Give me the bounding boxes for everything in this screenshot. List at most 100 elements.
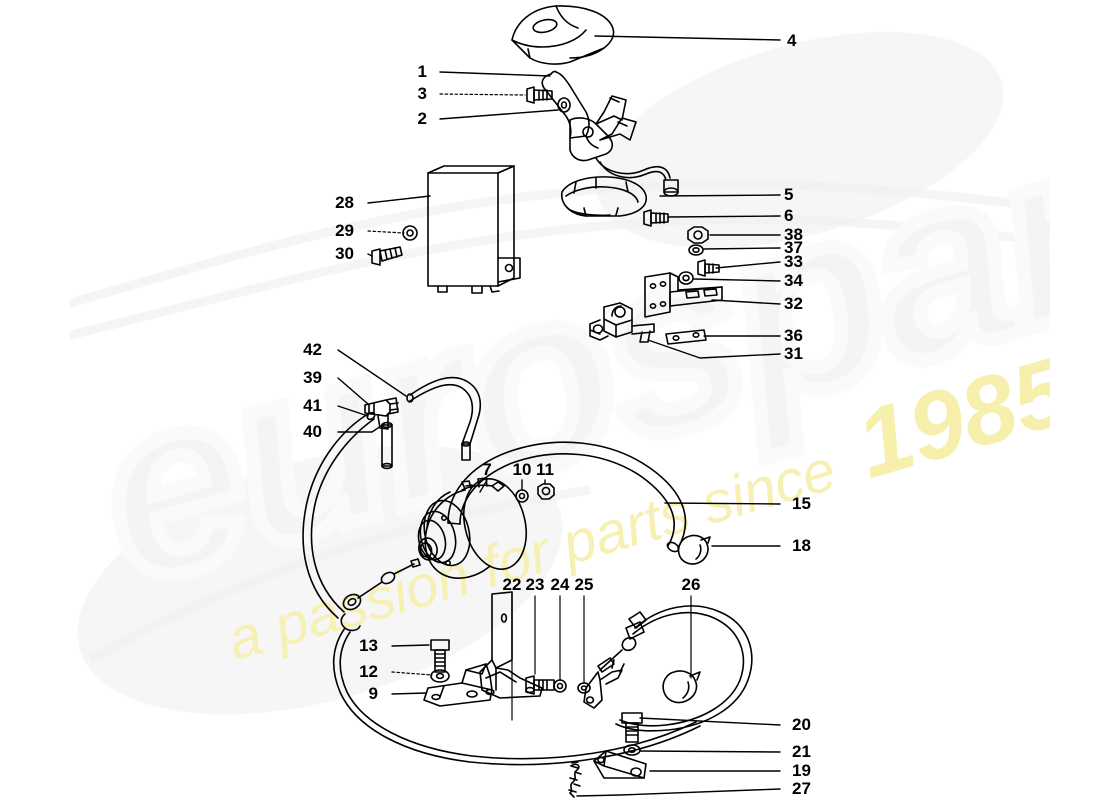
callout-9: 9 <box>368 684 378 703</box>
part-22-angle-bracket <box>479 591 543 699</box>
part-3-bolt <box>526 86 553 104</box>
callout-23: 23 <box>525 575 545 594</box>
callout-1: 1 <box>417 62 427 81</box>
leader-28 <box>367 195 431 204</box>
callout-2: 2 <box>417 109 427 128</box>
part-29-washer <box>402 225 418 241</box>
leader-30 <box>367 253 373 257</box>
leader-27 <box>576 788 781 797</box>
callout-36: 36 <box>784 326 803 345</box>
part-7-vacuum-servo <box>417 477 527 579</box>
callout-30: 30 <box>335 244 354 263</box>
callout-26: 26 <box>681 575 701 594</box>
part-4-upper-column-cover <box>511 5 615 65</box>
callout-28: 28 <box>335 193 354 212</box>
leader-15 <box>664 502 781 505</box>
part-9-mounting-bracket <box>423 663 493 707</box>
callout-15: 15 <box>792 494 811 513</box>
part-1-control-lever <box>541 70 590 139</box>
part-23-bolt <box>525 675 555 695</box>
leader-37 <box>703 247 781 250</box>
leader-29 <box>367 230 405 234</box>
callout-25: 25 <box>574 575 594 594</box>
leader-6 <box>667 215 781 218</box>
part-33-bolt <box>697 259 720 277</box>
leader-34 <box>693 278 781 282</box>
leader-13 <box>391 644 430 647</box>
steering-column-switch-body <box>569 95 679 197</box>
leader-12 <box>391 671 433 676</box>
leader-5 <box>659 194 781 197</box>
leader-7 <box>479 479 488 493</box>
callout-13: 13 <box>359 636 378 655</box>
part-28-control-unit <box>427 165 521 294</box>
callout-24: 24 <box>550 575 570 594</box>
throttle-cable-assembly <box>332 558 701 766</box>
part-41-vacuum-line <box>302 411 376 619</box>
part-38-hex-nut <box>687 226 709 244</box>
part-39-tee-connector <box>364 397 399 430</box>
callout-29: 29 <box>335 221 354 240</box>
callout-34: 34 <box>784 271 803 290</box>
callout-32: 32 <box>784 294 803 313</box>
callout-42: 42 <box>303 340 322 359</box>
callout-12: 12 <box>359 662 378 681</box>
callout-6: 6 <box>784 206 794 225</box>
leader-21 <box>639 750 781 753</box>
callout-18: 18 <box>792 536 811 555</box>
part-6-screw <box>643 209 669 227</box>
part-27-return-spring <box>568 761 582 798</box>
callout-20: 20 <box>792 715 811 734</box>
part-26-actuating-cable <box>583 605 753 732</box>
leader-33 <box>715 261 781 269</box>
callout-27: 27 <box>792 779 811 798</box>
part-2-washer <box>557 97 571 113</box>
part-21-washer <box>623 744 641 756</box>
leader-1 <box>439 71 551 77</box>
leader-32 <box>711 299 781 305</box>
leader-39 <box>337 377 369 405</box>
leader-42 <box>337 349 407 397</box>
part-18-hose-clamp <box>677 534 711 565</box>
part-15-vacuum-hose <box>447 441 687 553</box>
part-37-washer <box>688 244 704 256</box>
leader-41 <box>337 405 369 417</box>
leader-4 <box>594 35 781 41</box>
callout-7: 7 <box>482 460 492 479</box>
part-31-switch-assembly <box>589 302 655 343</box>
callout-22: 22 <box>502 575 522 594</box>
callout-11: 11 <box>536 460 554 479</box>
leader-20 <box>639 717 781 726</box>
part-20-bolt <box>621 712 643 743</box>
part-19-lever-arm <box>593 750 647 779</box>
callout-31: 31 <box>784 344 803 363</box>
part-5-lower-column-cover <box>561 176 647 217</box>
callout-40: 40 <box>303 422 322 441</box>
leader-3 <box>439 93 526 96</box>
leader-9 <box>391 692 427 695</box>
leader-31 <box>647 339 781 359</box>
callout-4: 4 <box>787 31 797 50</box>
part-30-screw <box>371 246 403 266</box>
callout-38: 38 <box>784 225 803 244</box>
part-11-hex-nut <box>537 483 555 500</box>
leader-40 <box>337 423 385 433</box>
part-34-washer <box>678 271 694 285</box>
callout-10: 10 <box>512 460 532 479</box>
callout-21: 21 <box>792 742 811 761</box>
leader-2 <box>439 109 559 120</box>
callout-5: 5 <box>784 185 794 204</box>
callout-37: 37 <box>784 238 803 257</box>
callout-33: 33 <box>784 252 803 271</box>
part-24-washer <box>553 679 567 693</box>
part-36-shim-plate <box>665 329 707 345</box>
callout-3: 3 <box>417 84 427 103</box>
callout-19: 19 <box>792 761 811 780</box>
part-10-washer <box>515 489 529 503</box>
part-12-washer <box>430 669 450 683</box>
callout-39: 39 <box>303 368 322 387</box>
part-42-vacuum-line <box>406 376 482 461</box>
part-13-bolt <box>430 639 450 673</box>
